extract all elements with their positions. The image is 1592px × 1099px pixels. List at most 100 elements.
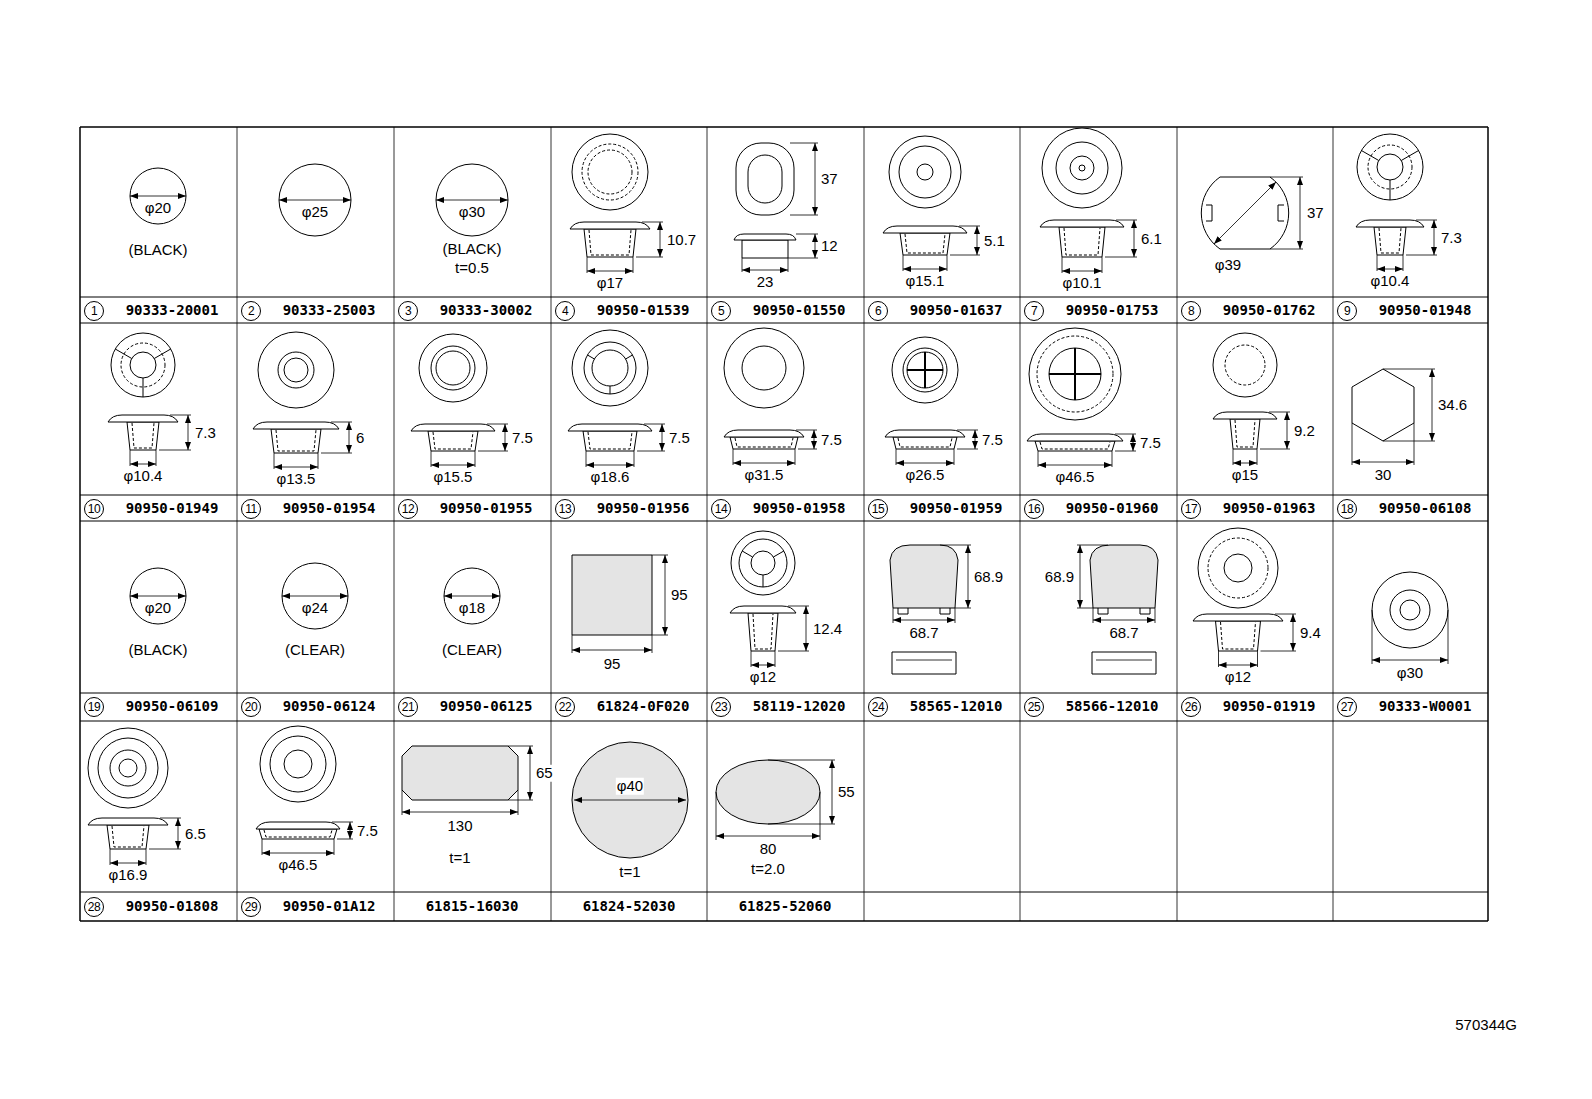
part-outline — [900, 233, 950, 255]
part-outline — [1037, 336, 1113, 412]
dimension-label: 12 — [820, 238, 839, 255]
leader-line — [896, 660, 952, 661]
part-outline — [1224, 554, 1252, 582]
leader-line — [652, 555, 668, 556]
part-outline — [898, 608, 950, 614]
part-number: 90950-06124 — [283, 699, 376, 714]
callout-number: 23 — [711, 697, 731, 717]
part-outline — [258, 332, 334, 408]
dimension-line — [586, 465, 634, 466]
part-outline — [1098, 608, 1150, 614]
dimension-line — [130, 596, 186, 597]
part-number: 58566-12010 — [1066, 699, 1159, 714]
dimension-label: φ18 — [458, 600, 486, 617]
dimension-line — [716, 836, 820, 837]
part-outline — [107, 825, 149, 849]
leader-line — [1333, 127, 1334, 921]
part-outline — [892, 652, 956, 674]
dimension-label: φ15.1 — [905, 273, 946, 290]
part-number: 90950-01539 — [597, 303, 690, 318]
part-outline — [1213, 333, 1277, 397]
part-number: 90333-W0001 — [1379, 699, 1472, 714]
part-outline — [1390, 590, 1430, 630]
leader-line — [1390, 180, 1391, 200]
dimension-line — [733, 463, 795, 464]
dimension-line — [1080, 545, 1081, 608]
callout-number: 7 — [1024, 301, 1044, 321]
dimension-label: 7.5 — [820, 431, 843, 448]
leader-line — [402, 790, 403, 815]
part-number: 90950-01960 — [1066, 501, 1159, 516]
leader-line — [80, 892, 1488, 893]
part-outline — [411, 424, 495, 431]
leader-line — [773, 551, 783, 557]
part-outline — [431, 346, 475, 390]
callout-number: 10 — [84, 499, 104, 519]
callout-number: 11 — [241, 499, 261, 519]
part-number: 90950-01A12 — [283, 899, 376, 914]
part-outline — [1230, 419, 1260, 449]
part-outline — [256, 822, 340, 829]
part-number: 90950-01955 — [440, 501, 533, 516]
leader-line — [508, 800, 533, 801]
part-outline — [1225, 345, 1265, 385]
part-outline — [730, 437, 798, 449]
part-outline — [1357, 134, 1423, 200]
dimension-label: 7.3 — [1440, 229, 1463, 246]
part-number: 90950-01954 — [283, 501, 376, 516]
dimension-line — [1300, 177, 1301, 249]
dimension-line — [751, 665, 775, 666]
callout-number: 2 — [241, 301, 261, 321]
leader-line — [1361, 151, 1378, 161]
part-outline — [893, 437, 957, 449]
part-outline — [260, 726, 336, 802]
part-outline — [917, 164, 933, 180]
part-number: 61815-16030 — [426, 899, 519, 914]
dimension-line — [572, 650, 652, 651]
dimension-label: 7.5 — [356, 822, 379, 839]
leader-line — [1270, 249, 1303, 250]
dimension-label: φ18.6 — [590, 469, 631, 486]
part-number: 90950-01948 — [1379, 303, 1472, 318]
leader-line — [1401, 151, 1418, 161]
callout-number: 18 — [1337, 499, 1357, 519]
dimension-label: φ13.5 — [276, 471, 317, 488]
part-outline — [1042, 128, 1122, 208]
part-outline — [1201, 177, 1288, 249]
dimension-label: φ20 — [144, 200, 172, 217]
part-outline — [1064, 228, 1100, 255]
part-number: 90950-06125 — [440, 699, 533, 714]
part-outline — [1278, 205, 1284, 221]
dimension-line — [1293, 614, 1294, 651]
part-outline — [88, 728, 168, 808]
part-outline — [572, 330, 648, 406]
part-outline — [1035, 441, 1115, 451]
part-outline — [735, 438, 793, 447]
part-outline — [883, 226, 967, 233]
callout-number: 21 — [398, 697, 418, 717]
part-outline — [264, 830, 332, 837]
dimension-label: φ31.5 — [744, 467, 785, 484]
part-outline — [716, 760, 820, 824]
part-number: 90950-01762 — [1223, 303, 1316, 318]
part-outline — [568, 424, 652, 431]
part-outline — [1221, 622, 1256, 649]
part-outline — [1027, 434, 1123, 441]
dimension-label: φ17 — [596, 275, 624, 292]
part-outline — [88, 818, 168, 825]
part-outline — [276, 430, 316, 451]
dimension-line — [814, 430, 815, 449]
dimension-label: 65 — [535, 765, 554, 782]
leader-line — [1155, 608, 1156, 623]
part-outline — [753, 614, 773, 649]
dimension-line — [262, 853, 334, 854]
dimension-line — [110, 863, 146, 864]
part-number: 90950-01919 — [1223, 699, 1316, 714]
part-outline — [1216, 621, 1261, 651]
callout-number: 16 — [1024, 499, 1044, 519]
dimension-line — [178, 818, 179, 849]
callout-number: 17 — [1181, 499, 1201, 519]
dimension-line — [350, 822, 351, 839]
part-outline — [130, 352, 156, 378]
part-number: 61824-52030 — [583, 899, 676, 914]
